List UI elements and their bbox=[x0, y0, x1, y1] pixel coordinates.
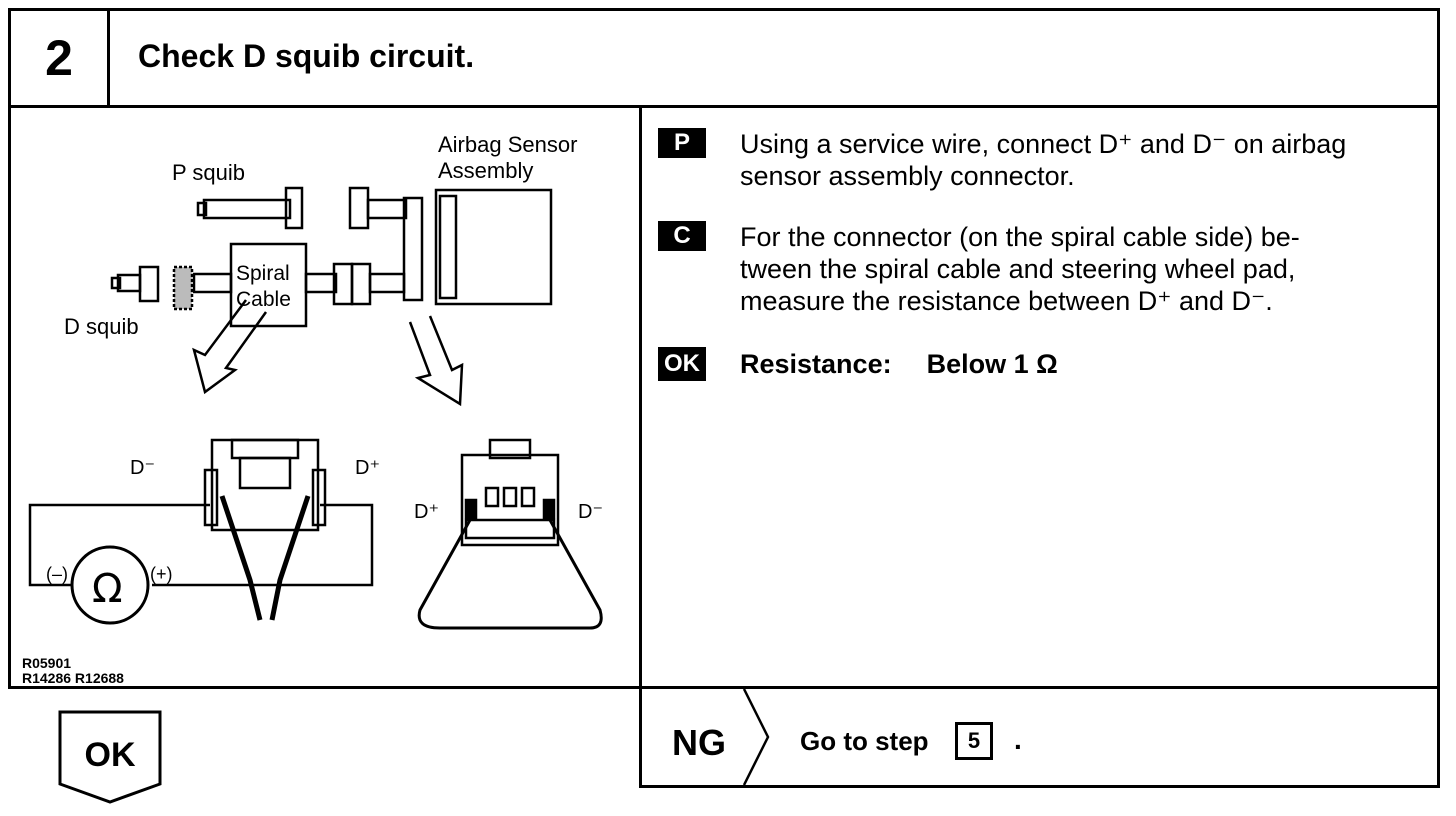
wiring-diagram: P squib D squib Airbag Sensor Assembly S… bbox=[28, 132, 603, 630]
label-d-minus-left: D⁻ bbox=[130, 457, 155, 479]
airbag-sensor-box bbox=[434, 188, 553, 306]
ok-spec: Resistance: Below 1 Ω bbox=[740, 348, 1058, 380]
ng-goto-step-link[interactable]: 5 bbox=[955, 722, 993, 760]
right-connector bbox=[460, 453, 560, 547]
frame-left bbox=[8, 8, 11, 689]
ok-result-label: OK bbox=[85, 736, 136, 774]
label-d-minus-right: D⁻ bbox=[578, 501, 603, 523]
step-title: Check D squib circuit. bbox=[138, 38, 475, 74]
label-meter-minus: (–) bbox=[46, 564, 68, 584]
ng-label: NG bbox=[672, 722, 726, 763]
ohmmeter bbox=[70, 545, 150, 625]
badge-c: C bbox=[658, 221, 706, 251]
label-d-plus-right: D⁺ bbox=[414, 501, 439, 523]
instruction-p: Using a service wire, connect D⁺ and D⁻ … bbox=[740, 128, 1346, 192]
d-squib-body bbox=[116, 273, 142, 293]
badge-p: P bbox=[658, 128, 706, 158]
p-squib-connector bbox=[284, 186, 304, 230]
p-squib-body bbox=[202, 198, 292, 220]
instruction-p-line1: Using a service wire, connect D⁺ and D⁻ … bbox=[740, 129, 1347, 159]
frame-right bbox=[1437, 8, 1440, 788]
label-airbag-sensor-2: Assembly bbox=[438, 158, 533, 183]
ng-goto-period: . bbox=[1014, 724, 1022, 755]
step-num-divider bbox=[107, 8, 110, 108]
instruction-c-line3: measure the resistance between D⁺ and D⁻… bbox=[740, 286, 1273, 316]
label-spiral-1: Spiral bbox=[236, 262, 290, 285]
label-meter-plus: (+) bbox=[150, 564, 173, 584]
result-bottom bbox=[639, 785, 1440, 788]
frame-top bbox=[8, 8, 1440, 11]
label-p-squib: P squib bbox=[172, 160, 245, 185]
result-top bbox=[639, 686, 1440, 689]
label-spiral-2: Cable bbox=[236, 288, 291, 311]
badge-ok: OK bbox=[658, 347, 706, 381]
ok-result-tab[interactable]: OK bbox=[58, 710, 164, 806]
ok-spec-label: Resistance: bbox=[740, 349, 892, 379]
d-squib-connector-highlight bbox=[172, 265, 194, 311]
instruction-c-line1: For the connector (on the spiral cable s… bbox=[740, 222, 1300, 252]
label-d-squib: D squib bbox=[64, 314, 139, 339]
instruction-c: For the connector (on the spiral cable s… bbox=[740, 221, 1300, 317]
ok-spec-value: Below 1 Ω bbox=[926, 349, 1058, 379]
ng-chevron bbox=[742, 689, 770, 785]
label-airbag-sensor-1: Airbag Sensor bbox=[438, 132, 577, 157]
figure-bottom bbox=[8, 686, 642, 689]
figure-id-1: R05901 bbox=[22, 655, 72, 671]
instruction-p-line2: sensor assembly connector. bbox=[740, 161, 1075, 191]
ng-goto-text: Go to step bbox=[800, 726, 929, 756]
arrow-right bbox=[408, 315, 464, 407]
step-number: 2 bbox=[45, 30, 73, 86]
instruction-c-line2: tween the spiral cable and steering whee… bbox=[740, 254, 1296, 284]
column-divider bbox=[639, 105, 642, 788]
ohm-symbol: Ω bbox=[92, 566, 123, 612]
arrow-left bbox=[192, 299, 268, 395]
figure-id-2: R14286 R12688 bbox=[22, 670, 124, 686]
spiral-cable-box bbox=[229, 242, 308, 328]
label-d-plus-left: D⁺ bbox=[355, 457, 380, 479]
header-divider bbox=[8, 105, 1440, 108]
